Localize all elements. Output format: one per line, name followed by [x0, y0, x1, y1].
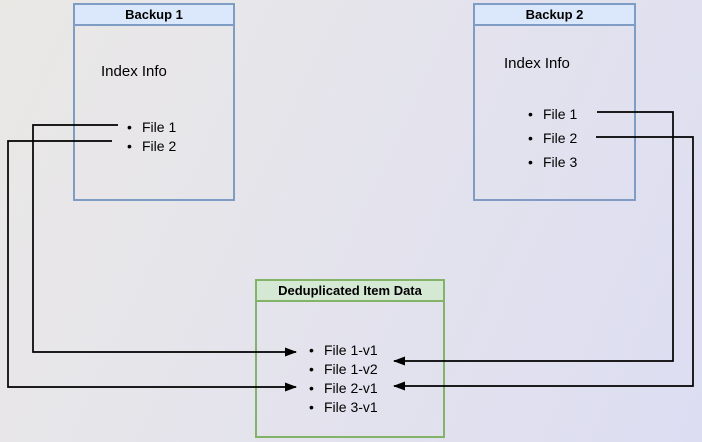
backup2-file-list: File 1 File 2 File 3 [528, 102, 577, 174]
file-item: File 1 [528, 102, 577, 126]
dedup-item-list: File 1-v1 File 1-v2 File 2-v1 File 3-v1 [309, 341, 378, 417]
file-item: File 3 [528, 150, 577, 174]
file-item: File 1 [127, 118, 176, 137]
backup2-index-info-label: Index Info [504, 55, 570, 72]
backup2-title: Backup 2 [475, 5, 634, 26]
dedup-title: Deduplicated Item Data [257, 281, 443, 302]
backup1-index-info-label: Index Info [101, 63, 167, 80]
dedup-item: File 1-v1 [309, 341, 378, 360]
dedup-item: File 3-v1 [309, 398, 378, 417]
dedup-item: File 1-v2 [309, 360, 378, 379]
backup2-box: Backup 2 Index Info File 1 File 2 File 3 [473, 3, 636, 201]
file-item: File 2 [127, 137, 176, 156]
backup1-title: Backup 1 [75, 5, 233, 26]
file-item: File 2 [528, 126, 577, 150]
backup1-box: Backup 1 Index Info File 1 File 2 [73, 3, 235, 201]
deduplicated-item-data-box: Deduplicated Item Data File 1-v1 File 1-… [255, 279, 445, 438]
dedup-item: File 2-v1 [309, 379, 378, 398]
backup1-file-list: File 1 File 2 [127, 118, 176, 156]
